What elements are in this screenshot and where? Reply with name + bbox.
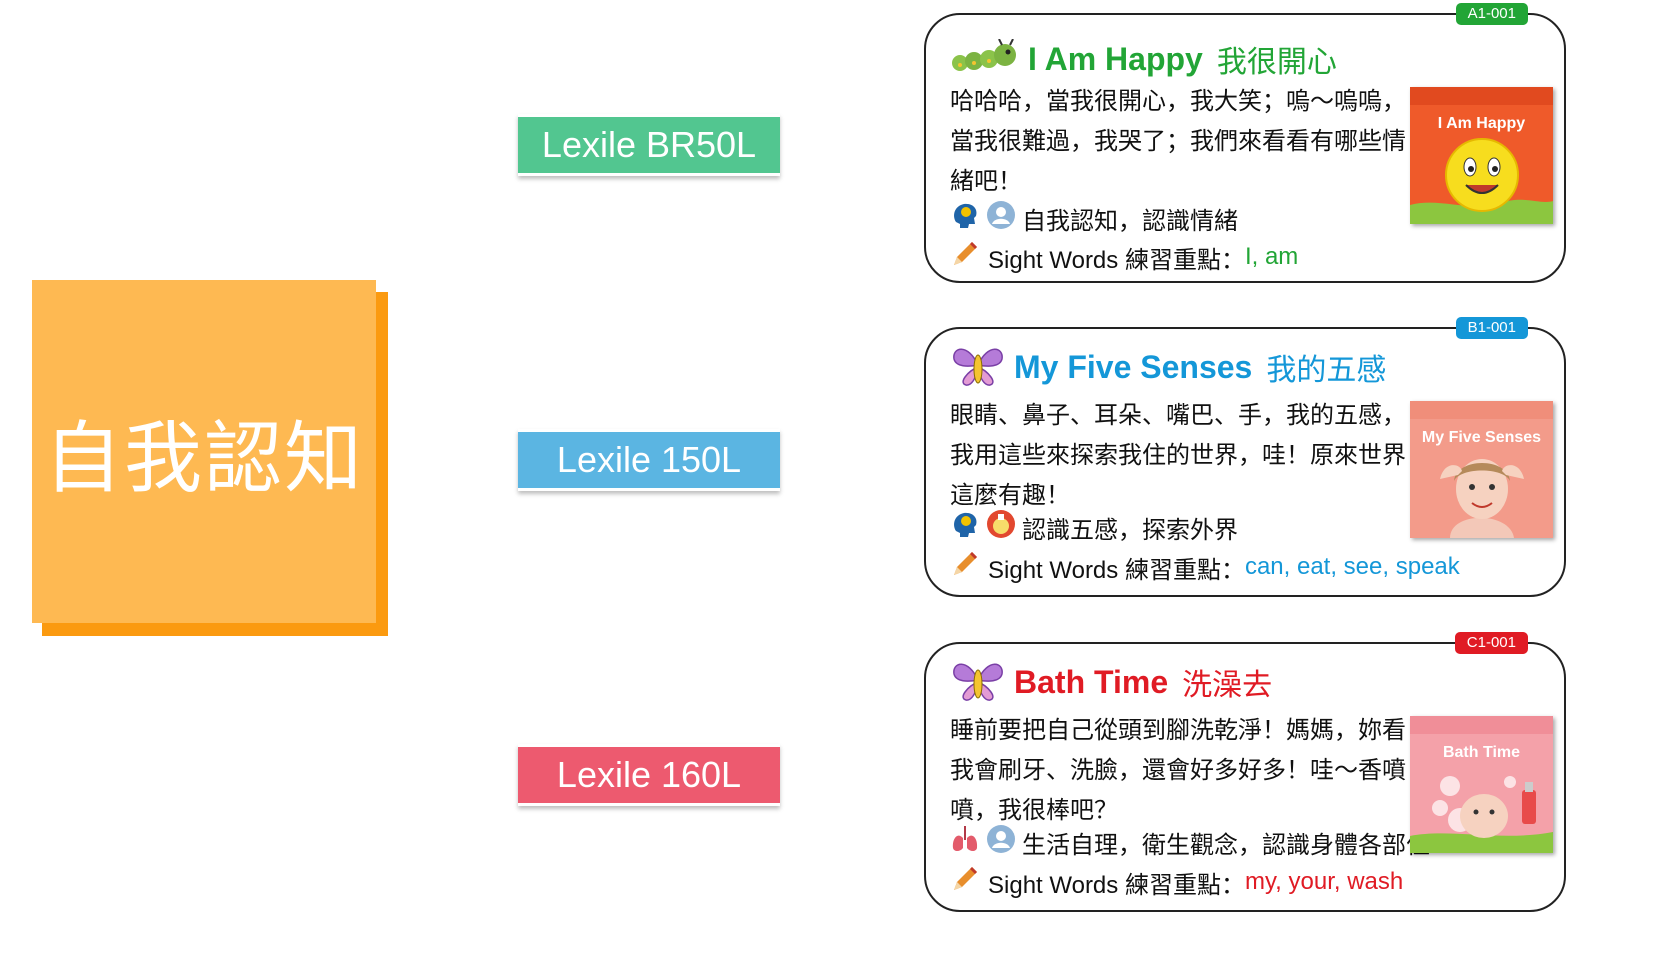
- sight-words: I, am: [1244, 243, 1299, 270]
- pencil-icon: [950, 549, 980, 585]
- brain-icon: [950, 509, 980, 545]
- book-sightwords-line: Sight Words 練習重點： can, eat, see, speak: [950, 549, 1460, 585]
- book-skill-text: 自我認知，認識情緒: [1022, 206, 1238, 235]
- book-description: 眼睛、鼻子、耳朵、嘴巴、手，我的五感，我用這些來探索我住的世界，哇！原來世界這麼…: [950, 401, 1406, 509]
- book-code-badge: B1-001: [1455, 317, 1528, 339]
- book-cover-title: My Five Senses: [1421, 429, 1542, 446]
- person-icon: [986, 200, 1016, 236]
- sight-words-label: Sight Words 練習重點：: [988, 246, 1245, 274]
- book-cover[interactable]: I Am Happy: [1410, 87, 1553, 224]
- book-code-badge: C1-001: [1454, 632, 1528, 654]
- book-card-2[interactable]: B1-001 My Five Senses 我的五感 眼睛、鼻子、耳朵、嘴巴、手…: [924, 317, 1566, 597]
- book-cover-title: Bath Time: [1442, 744, 1521, 761]
- book-cover[interactable]: Bath Time: [1410, 716, 1553, 853]
- book-cover[interactable]: My Five Senses: [1410, 401, 1553, 538]
- sight-words: can, eat, see, speak: [1244, 553, 1460, 580]
- book-title-en: My Five Senses: [1014, 348, 1253, 385]
- butterfly-icon: [950, 656, 1006, 708]
- flask-icon: [986, 509, 1016, 545]
- sight-words-label: Sight Words 練習重點：: [988, 871, 1245, 899]
- brain-icon: [950, 200, 980, 236]
- lexile-level-1: Lexile BR50L: [518, 114, 780, 176]
- book-title-en: Bath Time: [1014, 663, 1169, 700]
- book-skill-line: 自我認知，認識情緒: [950, 200, 1238, 236]
- book-code-badge: A1-001: [1455, 3, 1528, 25]
- book-sightwords-line: Sight Words 練習重點： my, your, wash: [950, 864, 1403, 900]
- lexile-level-3: Lexile 160L: [518, 744, 780, 806]
- book-title: My Five Senses 我的五感: [950, 341, 1386, 393]
- butterfly-icon: [950, 341, 1006, 393]
- sight-words: my, your, wash: [1244, 868, 1404, 895]
- book-description: 睡前要把自己從頭到腳洗乾淨！媽媽，妳看我會刷牙、洗臉，還會好多好多！哇～香噴噴，…: [950, 716, 1406, 824]
- book-title-zh: 洗澡去: [1182, 668, 1273, 703]
- person-icon: [986, 824, 1016, 860]
- book-sightwords-line: Sight Words 練習重點： I, am: [950, 239, 1298, 275]
- book-card-3[interactable]: C1-001 Bath Time 洗澡去 睡前要把自己從頭到腳洗乾淨！媽媽，妳看…: [924, 632, 1566, 912]
- pencil-icon: [950, 239, 980, 275]
- book-skill-text: 生活自理，衛生觀念，認識身體各部位: [1022, 830, 1430, 859]
- book-skill-line: 生活自理，衛生觀念，認識身體各部位: [950, 824, 1430, 860]
- topic-block: 自我認知: [32, 280, 376, 623]
- sight-words-label: Sight Words 練習重點：: [988, 556, 1245, 584]
- lexile-level-2: Lexile 150L: [518, 429, 780, 491]
- book-title: Bath Time 洗澡去: [950, 656, 1272, 708]
- lungs-icon: [950, 824, 980, 860]
- book-title-zh: 我很開心: [1216, 45, 1337, 80]
- book-skill-line: 認識五感，探索外界: [950, 509, 1238, 545]
- book-title-zh: 我的五感: [1266, 353, 1387, 388]
- book-description: 哈哈哈，當我很開心，我大笑；嗚～嗚嗚，當我很難過，我哭了；我們來看看有哪些情緒吧…: [950, 87, 1406, 195]
- topic-label: 自我認知: [43, 413, 364, 504]
- book-title: I Am Happy 我很開心: [950, 37, 1337, 81]
- caterpillar-icon: [950, 38, 1020, 79]
- book-card-1[interactable]: A1-001 I Am Happy 我很開心 哈哈哈，當我很開心，我大笑；嗚～嗚…: [924, 3, 1566, 283]
- book-title-en: I Am Happy: [1028, 40, 1203, 77]
- pencil-icon: [950, 864, 980, 900]
- book-cover-title: I Am Happy: [1437, 115, 1526, 132]
- book-skill-text: 認識五感，探索外界: [1022, 515, 1238, 544]
